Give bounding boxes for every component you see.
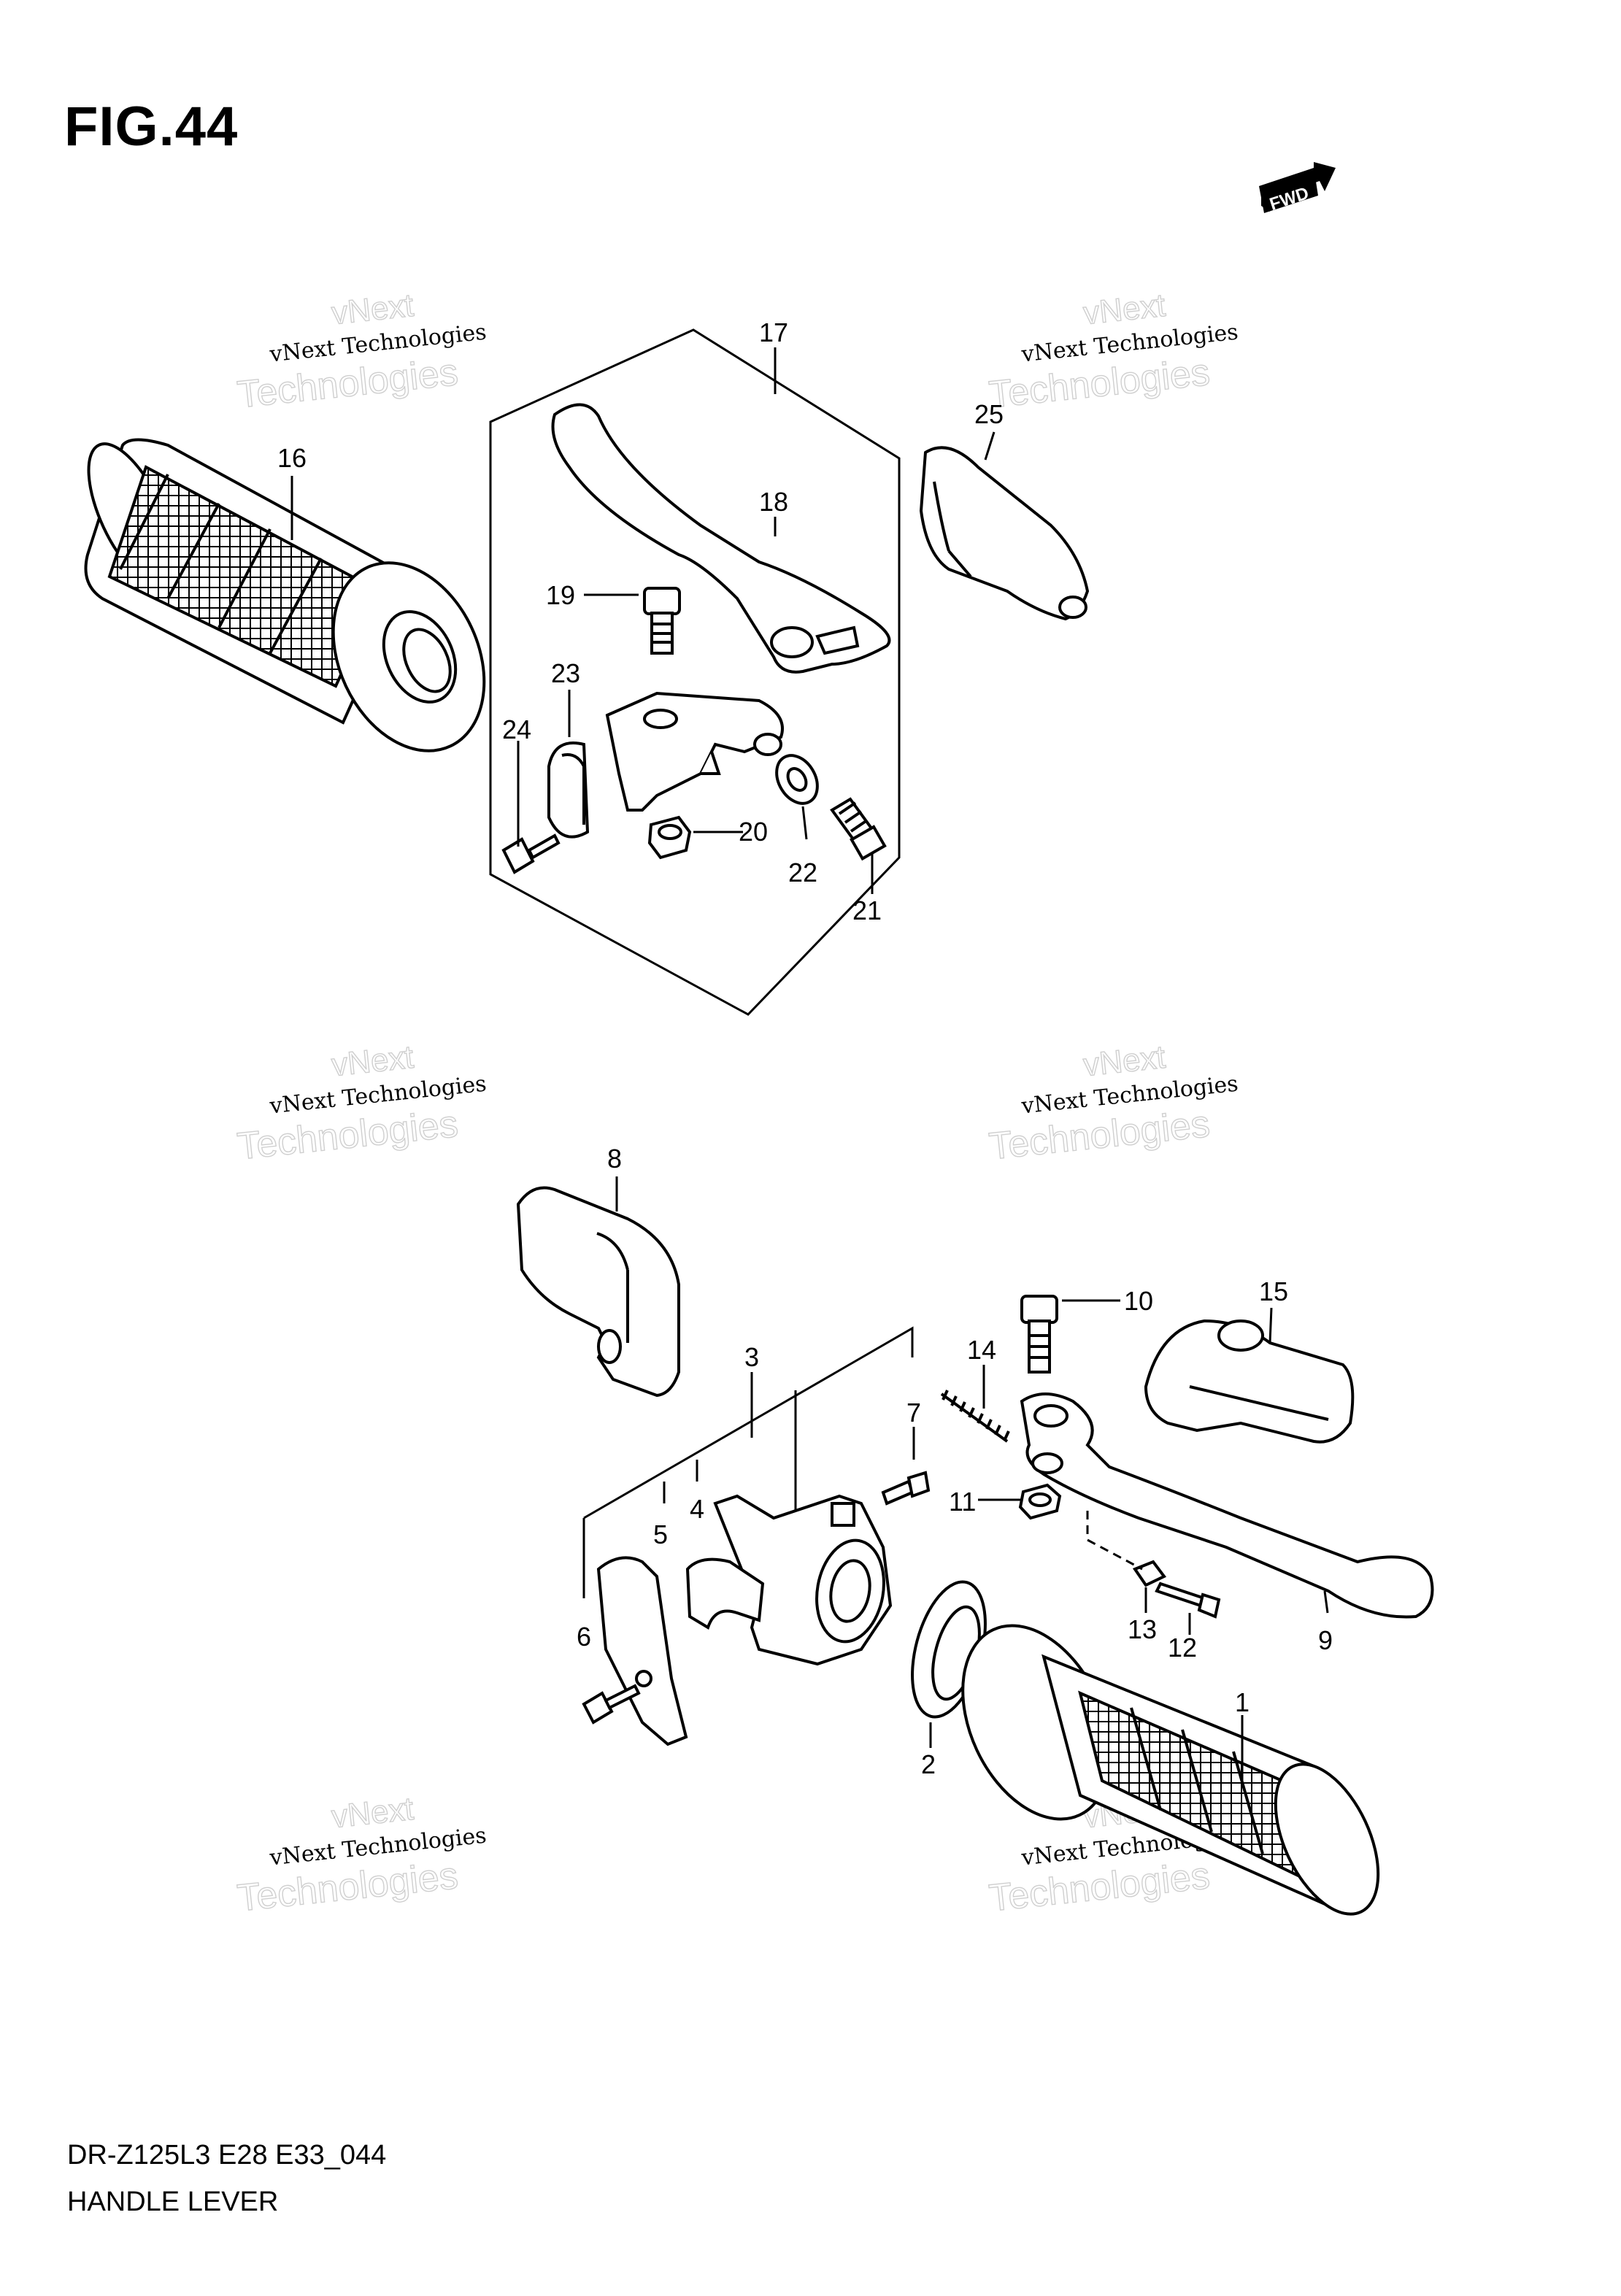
lever-adjust-screw	[1155, 1582, 1221, 1619]
cable-adjuster-bolt	[830, 797, 887, 861]
clutch-lever-cover	[919, 446, 1090, 621]
callout-11: 11	[949, 1487, 976, 1517]
clutch-lever-bolt	[643, 587, 681, 655]
callout-21: 21	[852, 895, 882, 925]
holder-clamp-screw	[501, 833, 561, 874]
callout-8: 8	[607, 1144, 622, 1174]
callout-1: 1	[1235, 1687, 1250, 1717]
svg-text:vNext: vNext	[330, 1791, 415, 1835]
throttle-cable-guide	[596, 1556, 688, 1746]
guide-screw	[582, 1684, 641, 1725]
callout-25: 25	[974, 399, 1004, 429]
watermark-bottom-left: vNext vNext Technologies Technologies	[235, 1790, 488, 1920]
callout-16: 16	[277, 443, 307, 473]
callout-12: 12	[1168, 1633, 1197, 1663]
callout-18: 18	[759, 487, 788, 517]
clutch-lever-assembly-box	[489, 328, 901, 1016]
svg-text:vNext: vNext	[1082, 1039, 1167, 1083]
watermark-mid-right: vNext vNext Technologies Technologies	[987, 1039, 1239, 1168]
svg-text:Technologies: Technologies	[235, 351, 460, 416]
callout-9: 9	[1318, 1625, 1333, 1655]
clutch-lever	[551, 403, 891, 674]
svg-text:Technologies: Technologies	[987, 1854, 1212, 1919]
callout-23: 23	[551, 658, 580, 688]
callout-24: 24	[502, 714, 531, 744]
callout-13: 13	[1128, 1614, 1157, 1644]
callout-14: 14	[967, 1335, 996, 1365]
callout-6: 6	[577, 1622, 591, 1652]
lever-return-spring	[940, 1390, 1010, 1443]
svg-text:Technologies: Technologies	[235, 1103, 460, 1168]
holder-nut	[647, 815, 692, 860]
watermark-top-left: vNext vNext Technologies Technologies	[235, 287, 488, 417]
front-brake-lever	[1020, 1392, 1434, 1619]
callout-2: 2	[921, 1749, 936, 1779]
callout-7: 7	[906, 1398, 921, 1428]
svg-text:Technologies: Technologies	[987, 1103, 1212, 1168]
callout-10: 10	[1124, 1286, 1153, 1316]
throttle-housing-clamp	[685, 1557, 765, 1630]
callout-4: 4	[690, 1494, 704, 1524]
assembly-name-caption: HANDLE LEVER	[67, 2187, 279, 2217]
callout-5: 5	[653, 1519, 668, 1549]
brake-lever-cover	[1144, 1319, 1355, 1444]
callout-leader-lines	[290, 347, 1329, 1781]
model-code-caption: DR-Z125L3 E28 E33_044	[67, 2140, 387, 2170]
callout-15: 15	[1259, 1276, 1288, 1306]
watermark-mid-left: vNext vNext Technologies Technologies	[235, 1039, 488, 1168]
clutch-lever-holder	[605, 691, 784, 812]
figure-title: FIG.44	[64, 96, 239, 158]
brake-lever-bolt	[1020, 1295, 1058, 1374]
watermark-top-right: vNext vNext Technologies Technologies	[987, 287, 1239, 417]
lever-holder-clamp	[547, 741, 590, 839]
svg-text:Technologies: Technologies	[235, 1854, 460, 1919]
left-handlebar-grip	[84, 438, 486, 752]
callout-20: 20	[739, 817, 768, 847]
svg-text:vNext: vNext	[330, 288, 415, 331]
callout-3: 3	[744, 1342, 759, 1372]
callout-22: 22	[788, 858, 817, 887]
brake-lever-nut	[1018, 1483, 1062, 1520]
throttle-cable-boot	[516, 1186, 680, 1398]
svg-text:Technologies: Technologies	[987, 351, 1212, 416]
adjust-screw-nut	[1132, 1560, 1167, 1587]
callout-labels: 1 2 3 4 5 6 7 8 9 10 11 12 13 14 15 16 1…	[277, 317, 1333, 1779]
brake-cover-dashed-guide	[1086, 1511, 1143, 1571]
housing-screw	[881, 1471, 931, 1506]
callout-17: 17	[759, 317, 788, 347]
svg-text:vNext: vNext	[1082, 288, 1167, 331]
right-handlebar-grip	[961, 1624, 1380, 1916]
callout-19: 19	[546, 580, 575, 610]
throttle-housing	[713, 1494, 893, 1666]
cable-adjuster-lock-nut	[775, 754, 819, 805]
forward-direction-badge: FWD	[1259, 162, 1336, 215]
svg-text:vNext: vNext	[330, 1039, 415, 1083]
